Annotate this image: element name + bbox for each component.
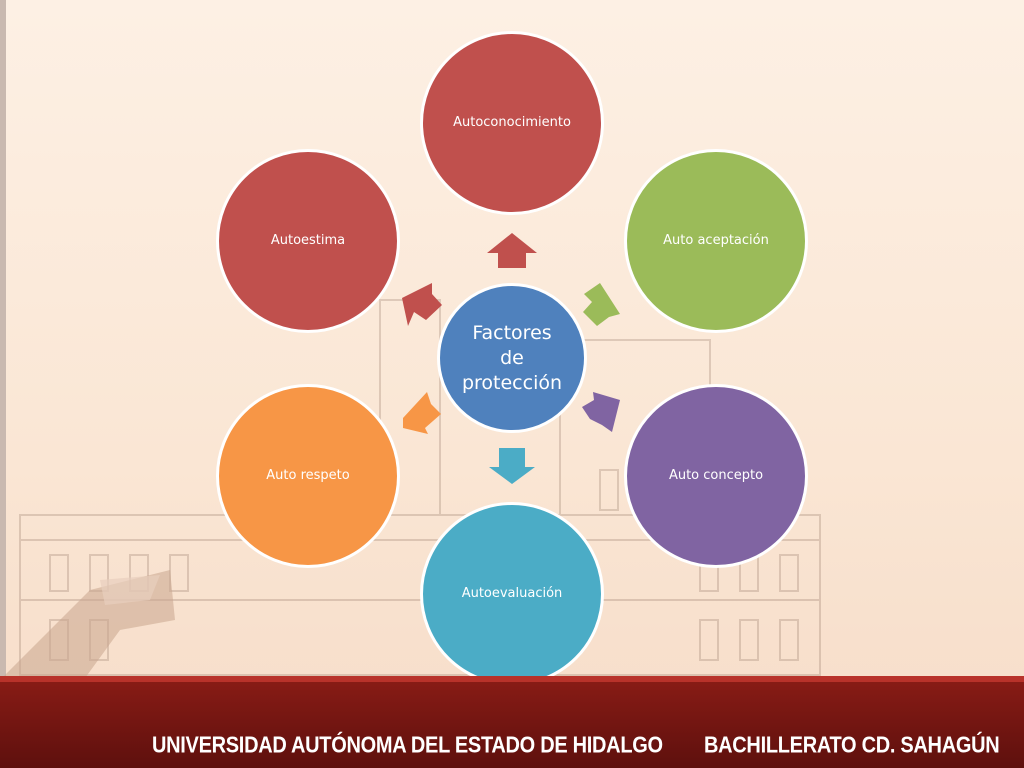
node-auto-respeto: Auto respeto (216, 384, 400, 568)
center-node-label: Factores de protección (462, 321, 562, 396)
arrow-to-auto-aceptacion (583, 283, 620, 326)
arrow-to-auto-respeto (403, 392, 441, 434)
node-auto-aceptacion-label: Auto aceptación (663, 232, 769, 248)
arrow-to-auto-concepto (582, 392, 620, 432)
node-autoconocimiento: Autoconocimiento (420, 31, 604, 215)
footer-school-name: BACHILLERATO CD. SAHAGÚN (704, 733, 1000, 759)
node-autoestima-label: Autoestima (270, 232, 346, 248)
center-label-line: protección (461, 371, 563, 394)
footer-banner (0, 676, 1024, 768)
footer-university-name: UNIVERSIDAD AUTÓNOMA DEL ESTADO DE HIDAL… (152, 733, 663, 759)
node-autoestima: Autoestima (216, 149, 400, 333)
node-autoevaluacion-label: Autoevaluación (461, 585, 563, 601)
node-auto-concepto: Auto concepto (624, 384, 808, 568)
footer-stripe (0, 676, 1024, 682)
node-autoconocimiento-label: Autoconocimiento (453, 114, 571, 130)
center-label-line: de (500, 346, 524, 369)
node-autoevaluacion: Autoevaluación (420, 502, 604, 686)
arrow-to-autoevaluacion (489, 448, 535, 484)
arrow-to-autoestima (402, 283, 442, 326)
node-auto-aceptacion: Auto aceptación (624, 149, 808, 333)
slide-left-edge (0, 0, 6, 768)
node-auto-respeto-label: Auto respeto (266, 467, 350, 483)
arrow-to-autoconocimiento (487, 233, 537, 268)
center-node-factores-de-proteccion: Factores de protección (437, 283, 587, 433)
center-label-line: Factores (472, 321, 552, 344)
node-auto-concepto-label: Auto concepto (668, 467, 764, 483)
